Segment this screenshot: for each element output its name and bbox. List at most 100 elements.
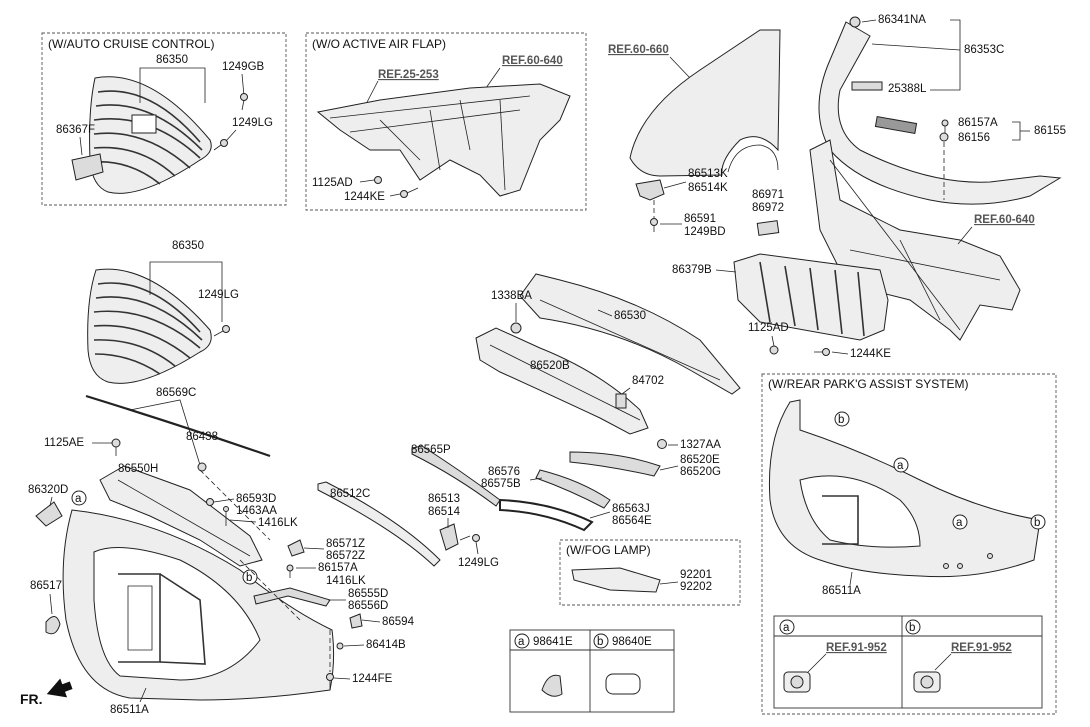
bumper-bracket-86550H[interactable] bbox=[99, 465, 263, 567]
label-plate-25388L[interactable] bbox=[851, 81, 883, 91]
park-sensor-b[interactable] bbox=[913, 671, 941, 693]
label-86530: 86530 bbox=[614, 310, 646, 322]
screw-86157A-b[interactable] bbox=[286, 564, 294, 578]
fog-lamp[interactable] bbox=[571, 567, 661, 593]
label-84702-part[interactable] bbox=[615, 393, 627, 409]
label-86367F: 86367F bbox=[56, 124, 95, 136]
clip-86156[interactable] bbox=[939, 132, 949, 142]
callout-a-park-1 bbox=[893, 457, 909, 473]
callout-b-sensor-text: b bbox=[909, 622, 915, 634]
active-air-flap[interactable] bbox=[733, 253, 889, 341]
label-1249LG-a: 1249LG bbox=[232, 117, 273, 129]
nozzle-98641E[interactable] bbox=[541, 674, 563, 697]
label-86350-b: 86350 bbox=[172, 240, 204, 252]
front-fender[interactable] bbox=[629, 29, 781, 177]
label-86564E: 86564E bbox=[612, 515, 652, 527]
bumper-upper-cover-86353C[interactable] bbox=[818, 21, 1062, 205]
label-86379B: 86379B bbox=[672, 264, 712, 276]
callout-a-park-2-text: a bbox=[956, 517, 963, 529]
label-86514K: 86514K bbox=[688, 182, 728, 194]
fender-bracket[interactable] bbox=[635, 179, 665, 201]
bolt-1249LG-a[interactable] bbox=[213, 139, 228, 151]
tow-hook-cover-86517[interactable] bbox=[45, 616, 61, 635]
label-86572Z: 86572Z bbox=[326, 550, 365, 562]
grille-upper-cruise[interactable] bbox=[89, 76, 212, 194]
label-86341NA: 86341NA bbox=[878, 14, 926, 26]
emblem-86320D[interactable] bbox=[35, 501, 63, 527]
bolt-1249LG-b[interactable] bbox=[213, 325, 230, 337]
callout-b-park-1 bbox=[834, 411, 850, 427]
nut-1125AD-b[interactable] bbox=[769, 345, 779, 355]
ref-25-253: REF.25-253 bbox=[378, 69, 439, 81]
label-25388L: 25388L bbox=[888, 83, 927, 95]
rear-park-title: (W/REAR PARK'G ASSIST SYSTEM) bbox=[768, 377, 969, 391]
nut-1338BA[interactable] bbox=[510, 322, 522, 334]
no-air-flap-title: (W/O ACTIVE AIR FLAP) bbox=[312, 37, 446, 51]
clip-86438[interactable] bbox=[197, 462, 207, 472]
label-86513: 86513 bbox=[428, 493, 460, 505]
callout-b-sensor bbox=[905, 619, 921, 635]
bolt-1249LG-c[interactable] bbox=[472, 534, 480, 555]
label-86593D: 86593D bbox=[236, 493, 276, 505]
cap-98640E[interactable] bbox=[605, 673, 641, 695]
bracket-86555D[interactable] bbox=[253, 587, 331, 607]
front-bumper-cover[interactable] bbox=[62, 509, 335, 701]
label-1416LK-b: 1416LK bbox=[326, 575, 366, 587]
cover-86513[interactable] bbox=[439, 523, 459, 551]
label-1244KE-a: 1244KE bbox=[344, 191, 385, 203]
label-86571Z: 86571Z bbox=[326, 538, 365, 550]
bumper-beam-86530[interactable] bbox=[519, 273, 741, 395]
label-86514: 86514 bbox=[428, 506, 461, 518]
label-86550H: 86550H bbox=[118, 463, 158, 475]
front-bumper-cover-park[interactable] bbox=[768, 399, 1041, 578]
garnish-86520E[interactable] bbox=[569, 451, 661, 477]
ref-60-640-right: REF.60-640 bbox=[974, 214, 1035, 226]
auto-cruise-box bbox=[41, 32, 287, 206]
radiator-support-no-flap[interactable] bbox=[316, 83, 571, 197]
bolt-1249GB[interactable] bbox=[240, 93, 248, 111]
park-sensor-a[interactable] bbox=[783, 671, 811, 693]
callout-a-bumper bbox=[71, 490, 87, 506]
screw-86591[interactable] bbox=[650, 218, 658, 233]
bolt-1125AE[interactable] bbox=[111, 438, 121, 456]
molding-86569C[interactable] bbox=[85, 394, 271, 458]
screw-86593D[interactable] bbox=[206, 498, 214, 506]
label-86575B: 86575B bbox=[481, 478, 521, 490]
screw-86414B[interactable] bbox=[336, 642, 344, 650]
grille-86350[interactable] bbox=[87, 268, 212, 384]
clip-86341NA[interactable] bbox=[849, 16, 861, 28]
cruise-sensor-cover[interactable] bbox=[71, 153, 104, 181]
label-86555D: 86555D bbox=[348, 588, 388, 600]
callout-a-bumper-text: a bbox=[75, 493, 82, 505]
label-84702: 84702 bbox=[632, 375, 664, 387]
label-86556D: 86556D bbox=[348, 600, 388, 612]
screw-86157A-a[interactable] bbox=[941, 119, 949, 133]
energy-absorber-86520B[interactable] bbox=[475, 327, 649, 435]
bolt-1244KE-b[interactable] bbox=[814, 348, 830, 356]
label-86563J: 86563J bbox=[612, 503, 650, 515]
label-1249LG-c: 1249LG bbox=[458, 557, 499, 569]
bracket-86571Z[interactable] bbox=[287, 539, 305, 557]
bolt-1244KE-a[interactable] bbox=[400, 187, 419, 198]
label-86155: 86155 bbox=[1034, 125, 1066, 137]
callout-a-park-2 bbox=[952, 514, 968, 530]
lower-grille-86512C[interactable] bbox=[317, 481, 441, 567]
nut-1125AD-a[interactable] bbox=[374, 176, 382, 184]
clip-86594[interactable] bbox=[349, 613, 363, 629]
nut-1327AA[interactable] bbox=[657, 439, 667, 449]
strip-86565P[interactable] bbox=[411, 445, 501, 507]
ref-60-660: REF.60-660 bbox=[608, 44, 669, 56]
garnish-86576[interactable] bbox=[535, 469, 611, 509]
bolt-1416LK-a[interactable] bbox=[223, 506, 229, 527]
label-86971: 86971 bbox=[752, 189, 784, 201]
label-86438: 86438 bbox=[186, 431, 218, 443]
label-86156: 86156 bbox=[958, 132, 990, 144]
bolt-1244FE[interactable] bbox=[326, 673, 334, 691]
callout-b-table bbox=[593, 633, 609, 649]
radiator-support[interactable] bbox=[809, 139, 1021, 341]
no-air-flap-box bbox=[305, 32, 587, 211]
bezel-86563J[interactable] bbox=[499, 498, 594, 532]
label-1463AA: 1463AA bbox=[236, 505, 277, 517]
sensor-bracket-86971[interactable] bbox=[756, 220, 780, 236]
